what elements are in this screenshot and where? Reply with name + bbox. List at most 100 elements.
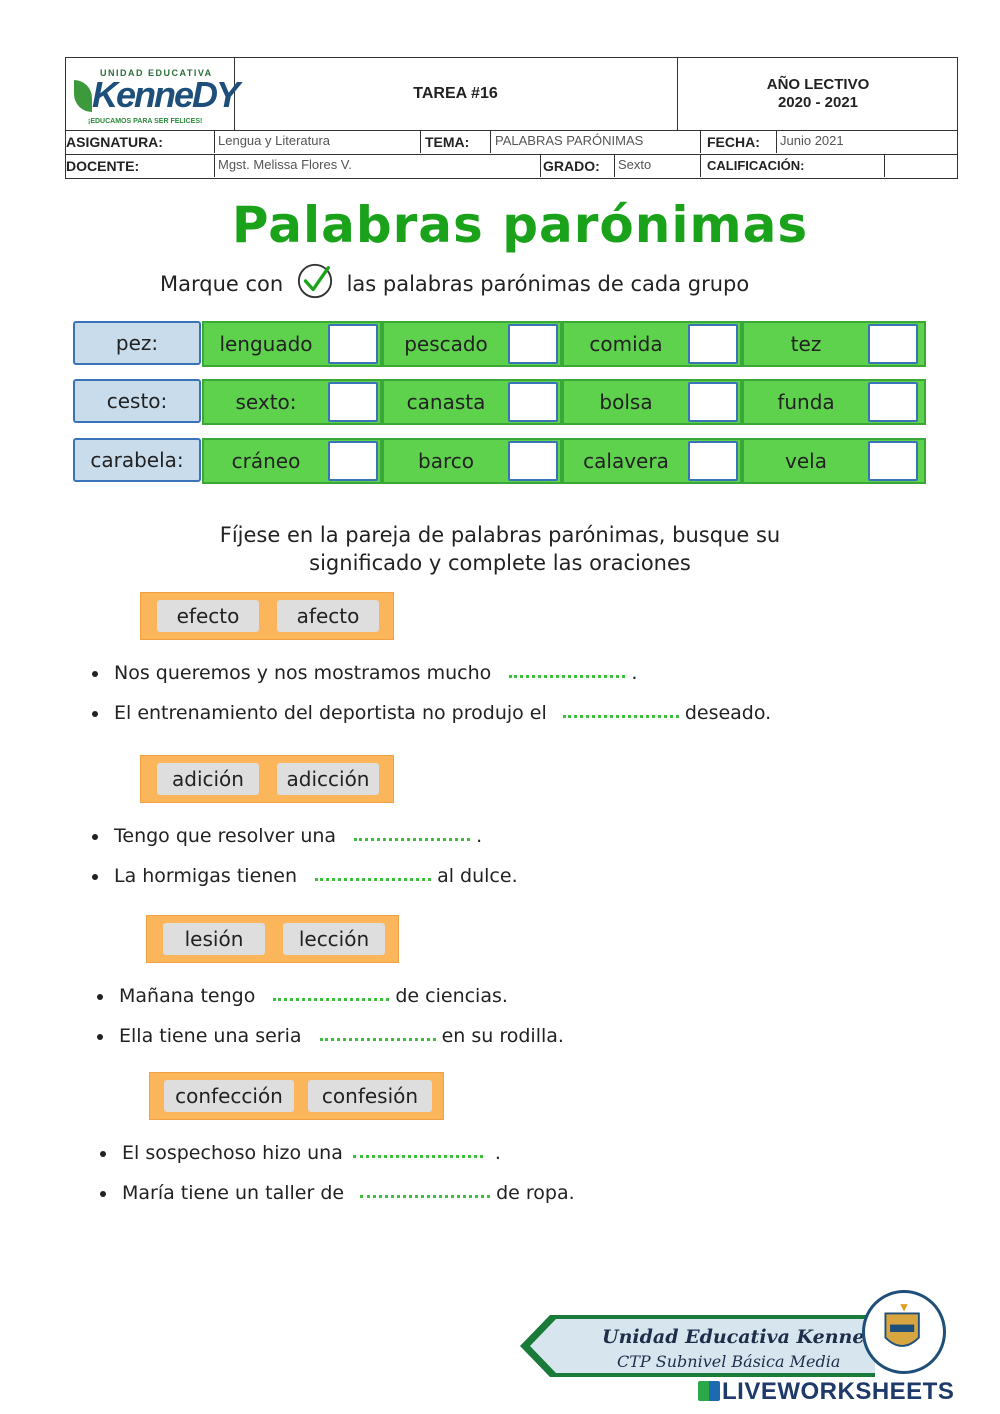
blank-input[interactable] bbox=[273, 992, 390, 1001]
bullet bbox=[100, 1190, 106, 1197]
bullet bbox=[92, 670, 98, 677]
blank-input[interactable] bbox=[315, 872, 432, 881]
year-label: AÑO LECTIVO bbox=[766, 76, 870, 93]
option-checkbox[interactable] bbox=[868, 382, 918, 422]
score-label: CALIFICACIÓN: bbox=[700, 155, 884, 177]
grade-label: GRADO: bbox=[540, 155, 614, 177]
sentence-text: Tengo que resolver una bbox=[114, 825, 337, 847]
instruction-1-after: las palabras parónimas de cada grupo bbox=[346, 272, 750, 296]
sentence: Ella tiene una seria en su rodilla. bbox=[97, 1025, 564, 1047]
pair-word: lesión bbox=[163, 923, 265, 955]
word-pair-box: efecto afecto bbox=[140, 592, 394, 640]
option-cell: barco bbox=[382, 438, 562, 484]
blank-input[interactable] bbox=[319, 1032, 436, 1041]
option-checkbox[interactable] bbox=[328, 382, 378, 422]
group-key: carabela: bbox=[73, 438, 201, 482]
option-cell: canasta bbox=[382, 379, 562, 425]
sentence: Mañana tengo de ciencias. bbox=[97, 985, 508, 1007]
sentence-text: Mañana tengo bbox=[119, 985, 256, 1007]
sentence: María tiene un taller de de ropa. bbox=[100, 1182, 575, 1204]
option-checkbox[interactable] bbox=[328, 324, 378, 364]
option-checkbox[interactable] bbox=[868, 441, 918, 481]
instruction-1: Marque con las palabras parónimas de cad… bbox=[160, 263, 750, 300]
option-word: pescado bbox=[404, 332, 488, 356]
footer-banner: Unidad Educativa Kennedy CTP Subnivel Bá… bbox=[520, 1315, 875, 1377]
blank-input[interactable] bbox=[354, 832, 471, 841]
header-table: UNIDAD EDUCATIVA KenneDY ¡EDUCAMOS PARA … bbox=[65, 57, 958, 179]
option-cell: pescado bbox=[382, 321, 562, 367]
liveworksheets-watermark: LIVEWORKSHEETS bbox=[698, 1378, 954, 1406]
pair-word: confesión bbox=[308, 1080, 432, 1112]
pair-word: confección bbox=[164, 1080, 294, 1112]
subject-value: Lengua y Literatura bbox=[214, 131, 420, 153]
word-pair-box: confección confesión bbox=[149, 1072, 444, 1120]
instruction-1-before: Marque con bbox=[160, 272, 284, 296]
bullet bbox=[100, 1150, 106, 1157]
header-row-subject: ASIGNATURA: Lengua y Literatura TEMA: PA… bbox=[65, 131, 958, 155]
sentence: Tengo que resolver una . bbox=[92, 825, 482, 847]
option-cell: vela bbox=[742, 438, 926, 484]
option-checkbox[interactable] bbox=[688, 382, 738, 422]
option-word: comida bbox=[589, 332, 663, 356]
sentence-text: María tiene un taller de bbox=[122, 1182, 345, 1204]
blank-input[interactable] bbox=[360, 1189, 491, 1198]
instruction-2-line-2: significado y complete las oraciones bbox=[309, 551, 691, 575]
instruction-2-line-1: Fíjese en la pareja de palabras parónima… bbox=[219, 523, 781, 547]
bullet bbox=[92, 833, 98, 840]
sentence-end: . bbox=[631, 662, 638, 684]
school-seal-icon bbox=[862, 1290, 946, 1374]
option-word: barco bbox=[418, 449, 474, 473]
page-title: Palabras parónimas bbox=[231, 196, 809, 254]
option-checkbox[interactable] bbox=[868, 324, 918, 364]
year-value: 2020 - 2021 bbox=[777, 94, 859, 111]
blank-input[interactable] bbox=[509, 669, 626, 678]
option-checkbox[interactable] bbox=[328, 441, 378, 481]
bullet bbox=[97, 1033, 103, 1040]
group-row-2: cesto: sexto: canasta bolsa funda bbox=[73, 379, 926, 425]
sentence: El entrenamiento del deportista no produ… bbox=[92, 702, 771, 724]
option-cell: tez bbox=[742, 321, 926, 367]
word-pair-box: lesión lección bbox=[146, 915, 399, 963]
check-icon bbox=[297, 263, 332, 299]
option-checkbox[interactable] bbox=[508, 382, 558, 422]
sentence: La hormigas tienen al dulce. bbox=[92, 865, 518, 887]
option-checkbox[interactable] bbox=[688, 441, 738, 481]
option-cell: lenguado bbox=[202, 321, 382, 367]
blank-input[interactable] bbox=[352, 1149, 483, 1158]
option-checkbox[interactable] bbox=[508, 324, 558, 364]
sentence-end: en su rodilla. bbox=[441, 1025, 564, 1047]
option-cell: cráneo bbox=[202, 438, 382, 484]
option-word: vela bbox=[785, 449, 827, 473]
blank-input[interactable] bbox=[562, 709, 679, 718]
option-checkbox[interactable] bbox=[508, 441, 558, 481]
sentence-text: El sospechoso hizo una bbox=[122, 1142, 343, 1164]
word-pair-box: adición adicción bbox=[140, 755, 394, 803]
logo-slogan: ¡EDUCAMOS PARA SER FELICES! bbox=[88, 118, 203, 125]
watermark-text: LIVEWORKSHEETS bbox=[722, 1378, 955, 1405]
option-word: canasta bbox=[406, 390, 486, 414]
pair-word: adición bbox=[157, 763, 259, 795]
header-row-teacher: DOCENTE: Mgst. Melissa Flores V. GRADO: … bbox=[65, 155, 958, 179]
option-cell: comida bbox=[562, 321, 742, 367]
sentence-text: Ella tiene una seria bbox=[119, 1025, 302, 1047]
group-row-3: carabela: cráneo barco calavera vela bbox=[73, 438, 926, 484]
date-label: FECHA: bbox=[700, 131, 776, 153]
option-checkbox[interactable] bbox=[688, 324, 738, 364]
group-key: cesto: bbox=[73, 379, 201, 423]
option-word: bolsa bbox=[599, 390, 653, 414]
school-year: AÑO LECTIVO 2020 - 2021 bbox=[678, 58, 958, 130]
option-cell: funda bbox=[742, 379, 926, 425]
pair-word: efecto bbox=[157, 600, 259, 632]
logo-top-text: UNIDAD EDUCATIVA bbox=[100, 68, 213, 78]
pair-word: afecto bbox=[277, 600, 379, 632]
group-key: pez: bbox=[73, 321, 201, 365]
subject-label: ASIGNATURA: bbox=[66, 134, 163, 150]
banner-line-1: Unidad Educativa Kennedy bbox=[602, 1326, 875, 1348]
option-word: calavera bbox=[583, 449, 669, 473]
pair-word: lección bbox=[283, 923, 385, 955]
task-number: TAREA #16 bbox=[234, 58, 678, 130]
sentence-end: deseado. bbox=[684, 702, 772, 724]
pair-word: adicción bbox=[277, 763, 379, 795]
date-value: Junio 2021 bbox=[776, 131, 956, 153]
option-word: tez bbox=[790, 332, 822, 356]
